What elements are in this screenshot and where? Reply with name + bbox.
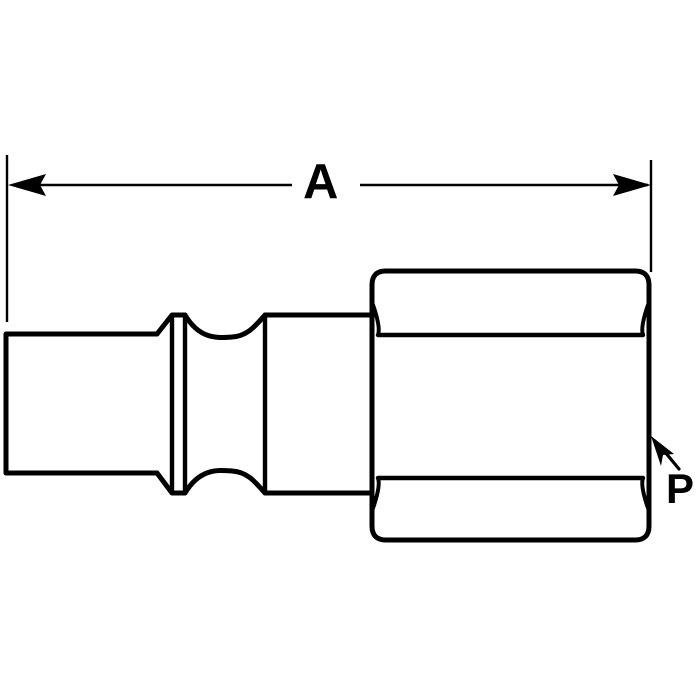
hex-chamfer-top-left [370,300,381,337]
dimension-label-a: A [303,155,339,209]
hex-chamfer-bottom-left [370,476,381,513]
groove-waist-top-curve [182,312,268,340]
arrowhead-right-icon [613,174,651,196]
leader-arrowhead-p-icon [651,436,674,466]
groove-waist-bottom-curve [182,468,268,496]
arrowhead-left-icon [8,174,46,196]
hose-stem-outline [3,331,160,476]
plug-shoulder-outline [262,312,375,496]
callout-label-p: P [666,465,695,512]
callout-p-group [651,436,681,471]
hex-body-outer-outline [369,268,652,543]
dimension-a-group [5,155,653,322]
hex-chamfer-bottom-right [640,476,651,513]
part-outline-group [3,268,652,543]
hex-chamfer-top-right [640,300,651,337]
